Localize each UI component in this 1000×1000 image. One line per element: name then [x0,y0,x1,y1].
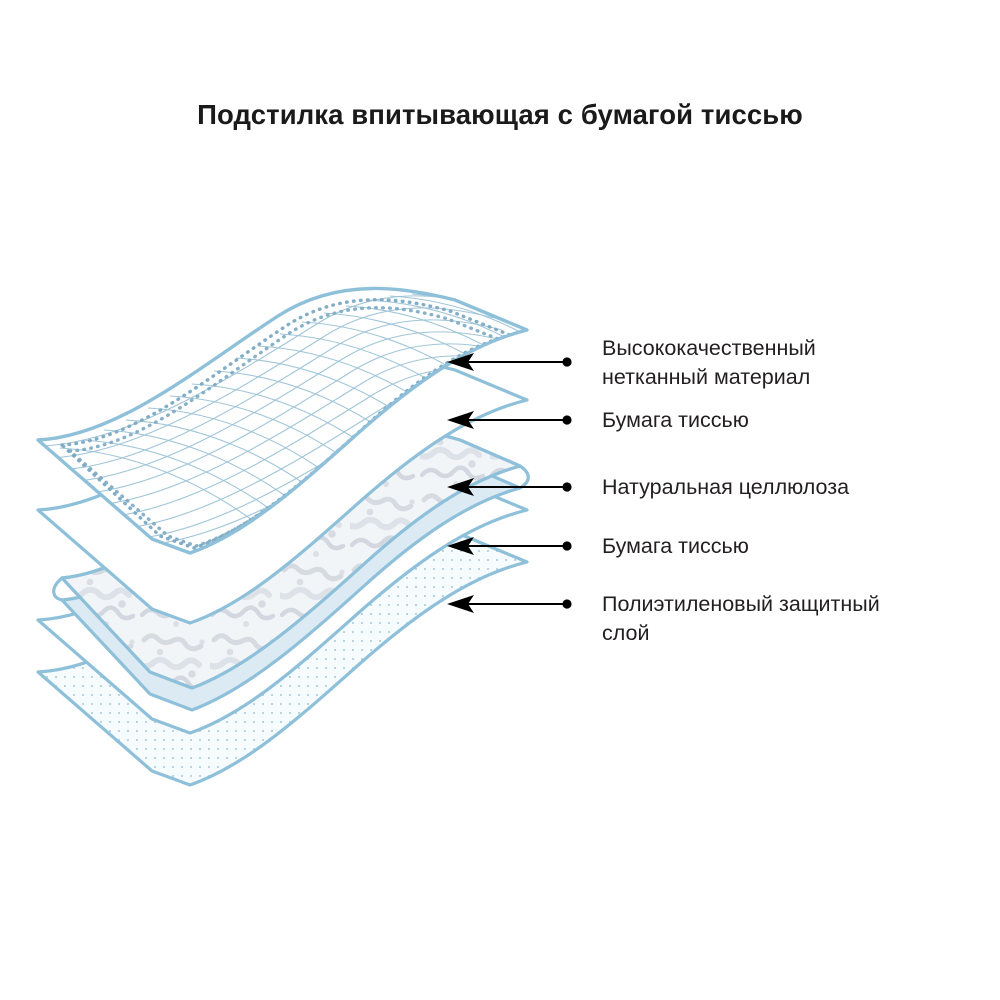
callout-arrow-cellulose [447,478,572,496]
callout-arrow-nonwoven [447,353,572,371]
callout-arrow-tissue-bottom [447,537,572,555]
callout-arrow-polyethylene [447,595,572,613]
callout-label-tissue-bottom: Бумага тиссью [602,534,749,558]
dotted-inset-border [57,298,516,550]
callout-label-polyethylene: Полиэтиленовый защитный слой [602,592,880,645]
callout-label-cellulose: Натуральная целлюлоза [602,475,850,499]
layer-nonwoven [36,286,529,555]
page-title: Подстилка впитывающая с бумагой тиссью [197,99,803,130]
callout-arrow-tissue-top [447,411,572,429]
callout-label-tissue-top: Бумага тиссью [602,408,749,432]
callout-leaders [447,353,572,613]
callout-label-nonwoven: Высококачественный нетканный материал [602,336,816,389]
